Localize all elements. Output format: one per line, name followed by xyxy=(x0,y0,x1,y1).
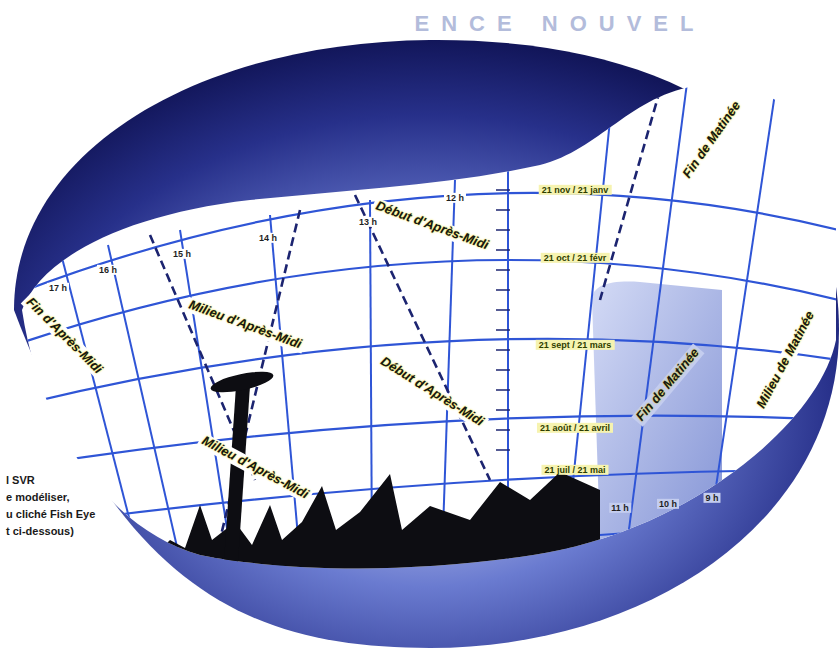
hour-label: 9 h xyxy=(703,493,720,503)
date-curves xyxy=(0,193,839,600)
period-label: Début d'Après-Midi xyxy=(371,198,493,255)
hour-label: 15 h xyxy=(171,249,193,259)
period-label: Fin de Matinée xyxy=(631,343,704,426)
date-label: 21 juil / 21 mai xyxy=(541,465,608,475)
hour-label: 17 h xyxy=(47,283,69,293)
skyline-silhouette xyxy=(150,472,600,580)
date-label: 21 sept / 21 mars xyxy=(536,340,615,350)
hour-line xyxy=(625,60,690,560)
caption-fragment: u cliché Fish Eye xyxy=(4,508,97,521)
caption-fragment: l SVR xyxy=(4,474,37,487)
period-label: Milieu de Matinée xyxy=(753,306,820,413)
period-label: Milieu d'Après-Midi xyxy=(184,297,306,354)
hour-lines xyxy=(60,60,780,560)
hour-label: 16 h xyxy=(97,265,119,275)
hour-label: 14 h xyxy=(257,233,279,243)
period-label: Milieu d'Après-Midi xyxy=(196,432,313,504)
dome-shell xyxy=(14,40,839,648)
date-curve xyxy=(0,260,839,350)
period-label: Fin d'Après-Midi xyxy=(21,293,107,379)
caption-fragment: t ci-dessous) xyxy=(4,525,76,538)
date-scale xyxy=(496,190,510,450)
hour-label: 13 h xyxy=(357,217,379,227)
sky-opening xyxy=(22,85,836,569)
period-label: Début d'Après-Midi xyxy=(375,353,489,432)
sky-content xyxy=(0,60,839,600)
hour-label: 10 h xyxy=(657,499,679,509)
period-label: Fin de Matinée xyxy=(678,96,745,183)
date-label: 21 août / 21 avril xyxy=(537,423,613,433)
gnomon-stick xyxy=(224,386,250,562)
date-curve xyxy=(0,416,839,470)
hour-line xyxy=(180,230,232,560)
hour-line xyxy=(108,245,180,560)
header-text: ENCE NOUVEL xyxy=(415,11,706,36)
hour-label: 11 h xyxy=(609,503,631,513)
caption-fragment: e modéliser, xyxy=(4,491,72,504)
date-label: 21 nov / 21 janv xyxy=(539,185,612,195)
date-curve xyxy=(0,193,839,300)
hour-label: 12 h xyxy=(444,193,466,203)
date-label: 21 oct / 21 févr xyxy=(541,253,610,263)
gnomon-disc xyxy=(209,368,275,397)
